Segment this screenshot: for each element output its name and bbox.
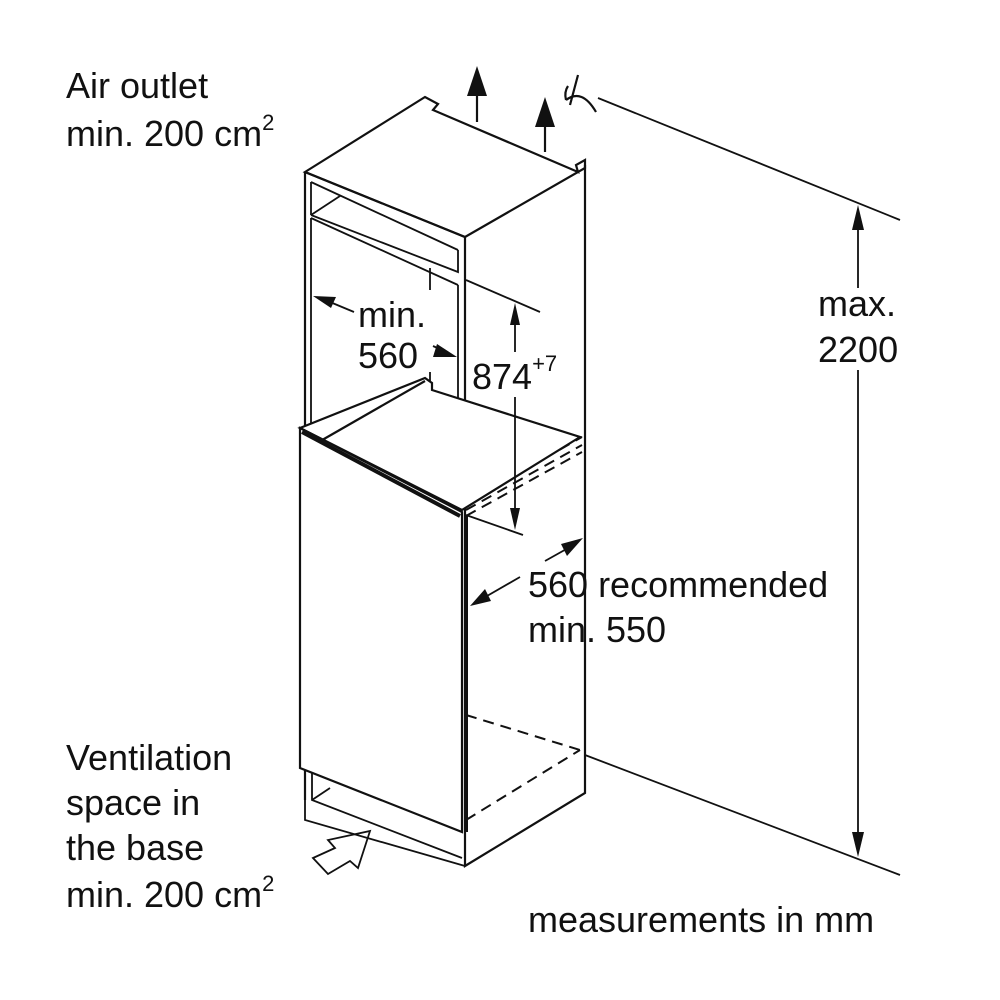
vent-label-line4: min. 200 cm2 <box>66 871 274 915</box>
niche-height-value: 874+7 <box>472 351 557 397</box>
appliance <box>297 376 583 834</box>
vent-label-line3: the base <box>66 827 204 868</box>
air-outlet-min-label: min. 200 cm2 <box>66 110 274 154</box>
max-height-dimension <box>584 97 901 876</box>
max-height-value: 2200 <box>818 329 898 370</box>
niche-width-value: 560 <box>358 335 418 376</box>
max-height-label: max. <box>818 283 896 324</box>
vent-label-line1: Ventilation <box>66 737 232 778</box>
depth-recommended-label: 560 recommended <box>528 564 828 605</box>
base-vent-arrow-icon <box>311 829 372 876</box>
niche-width-label: min. <box>358 294 426 335</box>
depth-min-label: min. 550 <box>528 609 666 650</box>
niche-height-dimension <box>465 279 541 536</box>
niche-width-dimension <box>313 296 457 357</box>
air-outlet-label: Air outlet <box>66 65 208 106</box>
depth-dimension <box>470 538 586 750</box>
air-outlet-arrows <box>467 66 555 152</box>
units-note: measurements in mm <box>528 899 874 940</box>
angle-symbol-icon <box>564 74 597 113</box>
vent-label-line2: space in <box>66 782 200 823</box>
